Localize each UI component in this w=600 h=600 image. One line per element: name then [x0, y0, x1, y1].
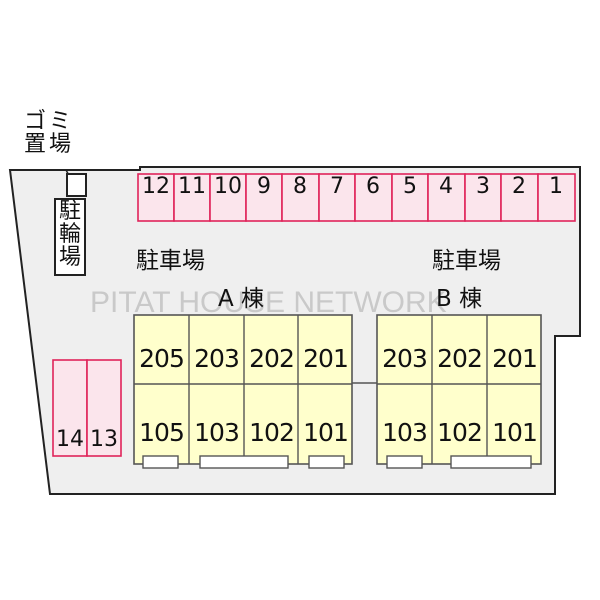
parking-number-10: 10	[214, 174, 242, 199]
garbage-area	[66, 173, 87, 197]
parking-number-12: 12	[142, 174, 170, 199]
parking-space-11	[173, 173, 211, 222]
building-a-label: A 棟	[218, 286, 265, 312]
parking-space-9	[245, 173, 283, 222]
parking-label-right: 駐車場	[432, 248, 501, 274]
parking-number-3: 3	[476, 174, 490, 199]
bicycle-label-char-2: 輪	[58, 221, 81, 247]
unit-a-105: 105	[139, 418, 185, 447]
unit-a-202: 202	[249, 344, 295, 373]
unit-a-201: 201	[303, 344, 349, 373]
unit-b-201: 201	[492, 344, 538, 373]
unit-a-102: 102	[249, 418, 295, 447]
unit-b-202: 202	[437, 344, 483, 373]
watermark: PITAT HOUSE NETWORK	[90, 286, 447, 319]
unit-b-203: 203	[382, 344, 428, 373]
bicycle-parking-area	[54, 198, 86, 276]
parking-space-7	[318, 173, 356, 222]
building-b-label: B 棟	[436, 286, 483, 312]
parking-number-13: 13	[90, 427, 118, 452]
parking-label-left: 駐車場	[136, 248, 205, 274]
parking-number-9: 9	[257, 174, 271, 199]
parking-number-14: 14	[56, 427, 84, 452]
parking-space-8	[281, 173, 320, 222]
parking-number-5: 5	[403, 174, 417, 199]
garbage-label-line-2: 置場	[24, 132, 75, 158]
unit-b-101: 101	[492, 418, 538, 447]
building-a	[133, 314, 353, 469]
parking-number-2: 2	[512, 174, 526, 199]
parking-space-10	[209, 173, 247, 222]
parking-space-1	[537, 173, 576, 222]
bicycle-parking-label: 駐 輪 場	[57, 199, 83, 270]
parking-space-3	[464, 173, 502, 222]
parking-number-4: 4	[439, 174, 453, 199]
bicycle-label-char-3: 場	[58, 244, 81, 270]
parking-number-11: 11	[178, 174, 206, 199]
parking-row-left	[52, 359, 122, 457]
parking-space-6	[354, 173, 393, 222]
bicycle-label-char-1: 駐	[58, 199, 81, 224]
unit-a-205: 205	[139, 344, 185, 373]
parking-row-top	[137, 173, 576, 222]
building-b	[376, 314, 542, 469]
garbage-area-label: ゴミ 置場	[24, 110, 74, 156]
garbage-label-line-1: ゴミ	[24, 109, 75, 134]
parking-number-8: 8	[293, 174, 307, 199]
unit-a-101: 101	[303, 418, 349, 447]
unit-a-103: 103	[194, 418, 240, 447]
unit-b-103: 103	[382, 418, 428, 447]
parking-number-7: 7	[330, 174, 344, 199]
parking-space-13	[86, 359, 122, 457]
unit-a-203: 203	[194, 344, 240, 373]
parking-number-1: 1	[549, 174, 563, 199]
unit-b-102: 102	[437, 418, 483, 447]
parking-number-6: 6	[366, 174, 380, 199]
